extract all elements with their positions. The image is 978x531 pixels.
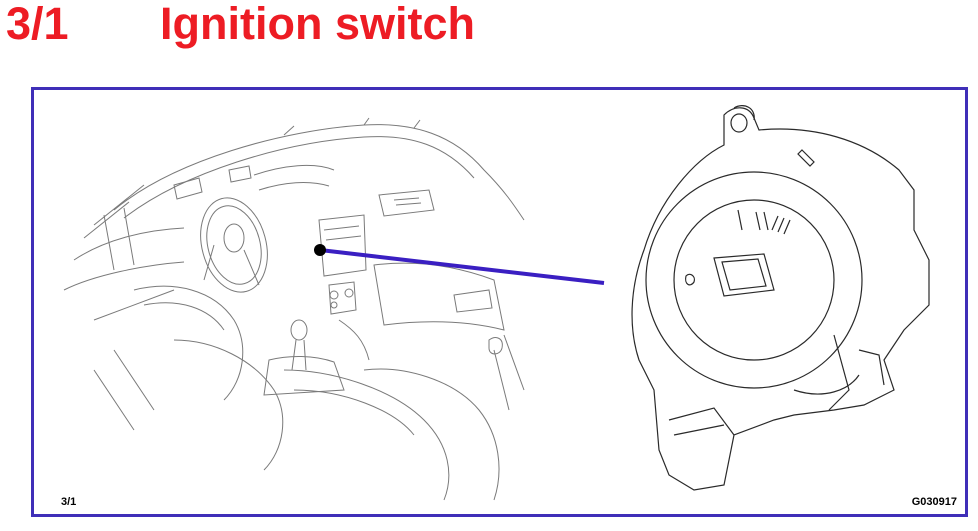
page-reference: 3/1 (61, 496, 77, 508)
callout-dot (314, 244, 326, 256)
ignition-switch-drawing (631, 105, 930, 491)
car-interior-drawing (63, 117, 525, 501)
callout-line (319, 248, 605, 285)
page-title: Ignition switch (160, 0, 475, 49)
figure-code: G030917 (911, 496, 957, 508)
ignition-switch-illustration (63, 105, 930, 501)
illustration-frame: 3/1 G030917 (31, 87, 968, 517)
section-number: 3/1 (6, 0, 69, 49)
